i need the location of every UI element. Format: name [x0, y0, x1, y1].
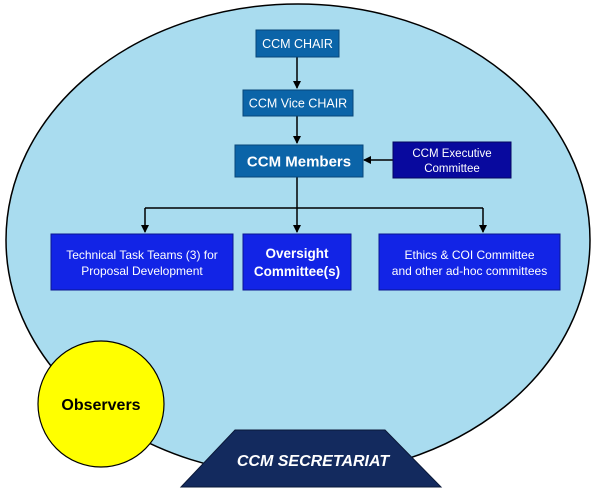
ccm-vice-chair-label: CCM Vice CHAIR [249, 97, 347, 111]
node-ccm-secretariat: CCM SECRETARIAT [179, 429, 443, 488]
technical-task-teams-line-2: Proposal Development [81, 264, 203, 278]
node-technical-task-teams: Technical Task Teams (3) for Proposal De… [50, 233, 234, 291]
ethics-committee-line-2: and other ad-hoc committees [392, 264, 547, 278]
node-observers: Observers [37, 340, 165, 468]
technical-task-teams-line-1: Technical Task Teams (3) for [66, 248, 218, 262]
connectors [141, 57, 487, 233]
oversight-committees-line-1: Oversight [265, 246, 329, 261]
observers-label: Observers [61, 397, 140, 414]
node-oversight-committees: Oversight Committee(s) [242, 233, 352, 291]
ccm-secretariat-label: CCM SECRETARIAT [237, 453, 391, 470]
ethics-committee-line-1: Ethics & COI Committee [404, 248, 534, 262]
executive-committee-line-2: Committee [424, 163, 480, 175]
ccm-chair-label: CCM CHAIR [262, 37, 333, 51]
ccm-members-label: CCM Members [247, 154, 351, 171]
node-ccm-vice-chair: CCM Vice CHAIR [242, 89, 354, 117]
executive-committee-line-1: CCM Executive [412, 148, 491, 160]
oversight-committees-line-2: Committee(s) [254, 264, 340, 279]
node-ccm-executive-committee: CCM Executive Committee [392, 141, 512, 179]
node-ethics-coi-committee: Ethics & COI Committee and other ad-hoc … [378, 233, 561, 291]
node-ccm-members: CCM Members [234, 144, 364, 178]
node-ccm-chair: CCM CHAIR [255, 29, 340, 58]
